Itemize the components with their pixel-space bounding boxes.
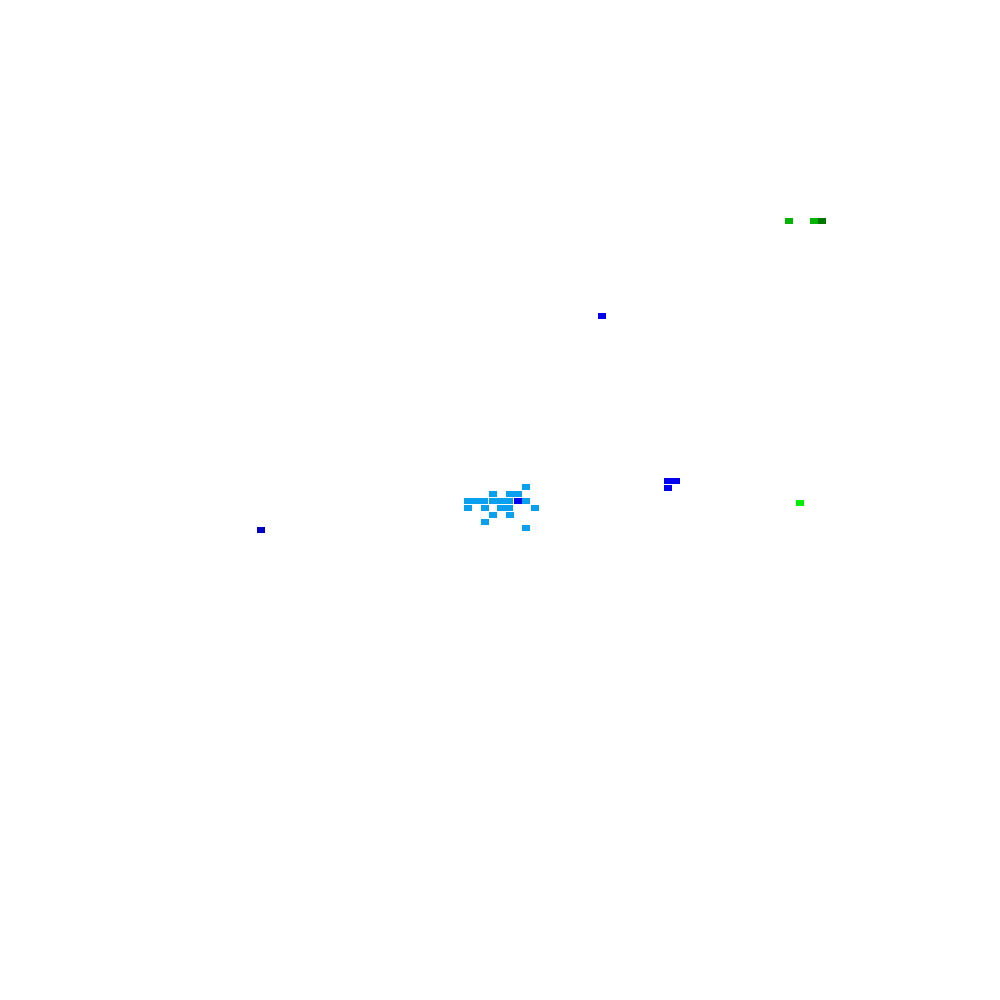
pixel-mark [481,505,489,511]
pixel-mark [514,491,522,497]
pixel-mark [598,313,606,319]
pixel-mark [489,498,497,504]
pixel-mark [672,478,680,484]
pixel-mark [522,484,530,490]
pixel-mark [464,498,472,504]
pixel-mark [522,498,530,504]
pixel-mark [472,498,480,504]
pixel-mark [522,525,530,531]
pixel-mark [497,505,505,511]
pixel-mark [506,491,514,497]
pixel-mark [497,498,505,504]
pixel-mark [505,498,513,504]
pixel-mark [796,500,804,506]
pixel-mark [489,491,497,497]
pixel-mark [531,505,539,511]
pixel-mark [506,512,514,518]
pixel-mark [489,512,497,518]
pixel-mark [481,519,489,525]
pixel-mark [664,478,672,484]
pixel-mark [464,505,472,511]
pixel-mark [480,498,488,504]
pixel-mark [505,505,513,511]
pixel-mark [664,485,672,491]
pixel-mark [514,498,522,504]
pixel-mark [810,218,818,224]
pixel-mark [818,218,826,224]
pixel-mark [785,218,793,224]
pixel-mark [257,527,265,533]
